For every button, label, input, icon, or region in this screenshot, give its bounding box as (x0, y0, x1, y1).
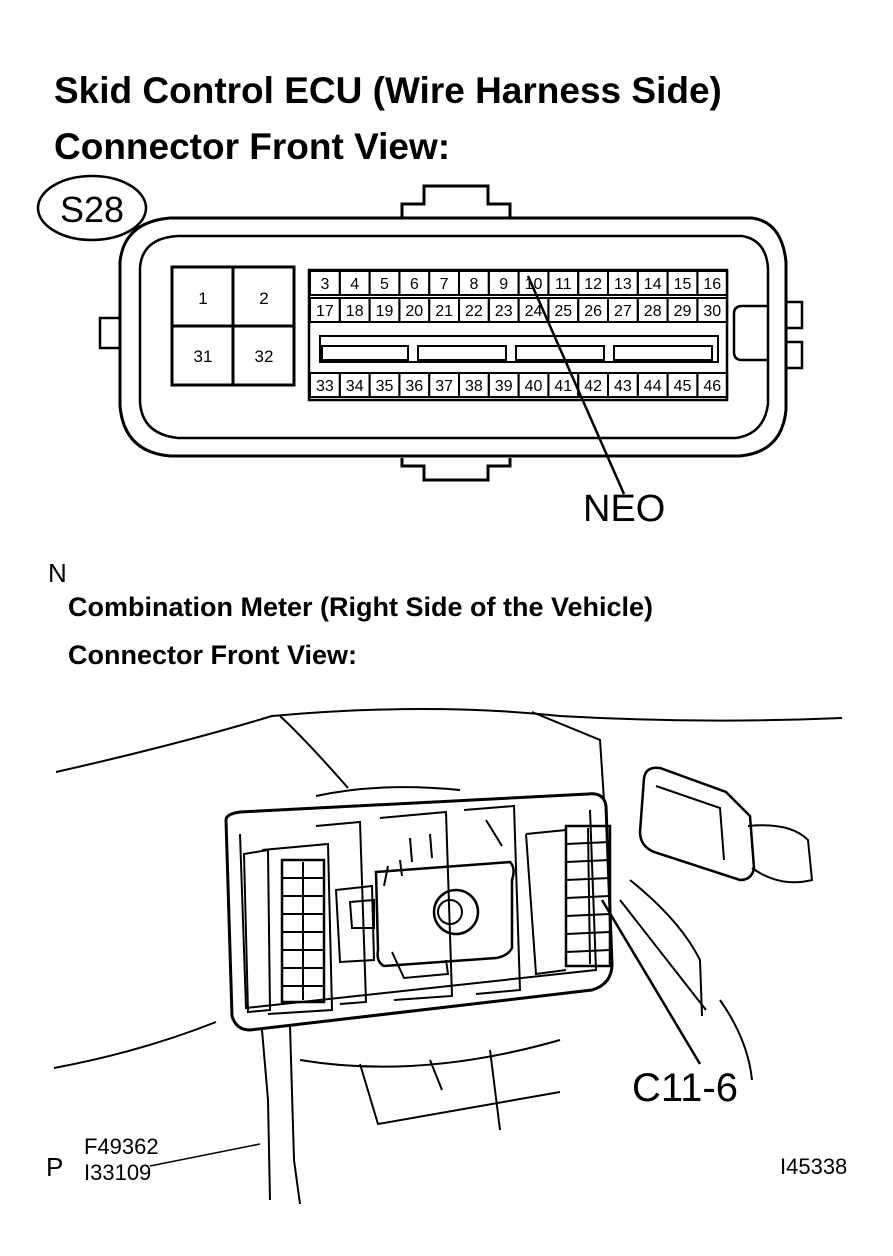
pin-37: 37 (435, 378, 453, 395)
pin-15: 15 (674, 276, 692, 293)
pin-45: 45 (674, 378, 692, 395)
pin-12: 12 (584, 276, 602, 293)
pin-2: 2 (259, 289, 268, 308)
pin-11: 11 (555, 276, 572, 293)
pin-43: 43 (614, 378, 632, 395)
pin-cell (696, 297, 729, 323)
pin-17: 17 (316, 303, 334, 320)
pin-27: 27 (614, 303, 632, 320)
pin-39: 39 (495, 378, 513, 395)
meter-title-line1: Combination Meter (Right Side of the Veh… (68, 592, 654, 622)
pin-31: 31 (194, 347, 213, 366)
pin-35: 35 (376, 378, 394, 395)
pin-cell (696, 372, 729, 398)
pin-32: 32 (255, 347, 274, 366)
ecu-title-line2: Connector Front View: (54, 126, 451, 167)
pin-33: 33 (316, 378, 334, 395)
pin-42: 42 (584, 378, 602, 395)
ecu-connector (98, 184, 804, 482)
pin-25: 25 (554, 303, 572, 320)
pin-row-3: 33 34 35 36 37 38 39 40 41 42 43 44 45 46 (309, 372, 729, 398)
pin-13: 13 (614, 276, 632, 293)
figure-code-f: F49362 (84, 1134, 159, 1159)
pin-cell (696, 270, 729, 296)
pin-40: 40 (525, 378, 543, 395)
pin-14: 14 (644, 276, 662, 293)
pin-22: 22 (465, 303, 483, 320)
pin-46: 46 (703, 378, 721, 395)
neo-leader-line (526, 275, 626, 495)
pin-41: 41 (554, 378, 572, 395)
pin-26: 26 (584, 303, 602, 320)
code-pointer-line (149, 1143, 261, 1167)
pin-38: 38 (465, 378, 483, 395)
ecu-title-line1: Skid Control ECU (Wire Harness Side) (54, 70, 722, 111)
n-marker: N (48, 558, 67, 588)
neo-callout-label: NEO (583, 488, 666, 530)
c11-callout-label: C11-6 (632, 1066, 738, 1110)
figure-code-i2: I45338 (780, 1154, 848, 1179)
pin-20: 20 (405, 303, 423, 320)
pin-30: 30 (703, 303, 721, 320)
pin-44: 44 (644, 378, 662, 395)
pin-9: 9 (499, 276, 508, 293)
pin-19: 19 (376, 303, 394, 320)
pin-row-2: 17 18 19 20 21 22 23 24 25 26 27 28 29 30 (309, 297, 729, 323)
pin-23: 23 (495, 303, 513, 320)
pin-4: 4 (350, 276, 359, 293)
connector-id-label: S28 (60, 189, 124, 230)
pin-5: 5 (380, 276, 389, 293)
meter-title-line2: Connector Front View: (68, 640, 358, 670)
c11-leader-line (600, 899, 702, 1065)
pin-28: 28 (644, 303, 662, 320)
connector-id-ellipse (36, 174, 148, 242)
pin-3: 3 (320, 276, 329, 293)
meter-illustration (53, 708, 843, 1205)
pin-1: 1 (198, 289, 207, 308)
pin-8: 8 (469, 276, 478, 293)
pin-36: 36 (405, 378, 423, 395)
figure-code-p: P (46, 1152, 64, 1182)
pin-16: 16 (703, 276, 721, 293)
figure-code-i1: I33109 (84, 1160, 152, 1185)
pin-7: 7 (440, 276, 449, 293)
pin-24: 24 (525, 303, 543, 320)
pin-29: 29 (674, 303, 692, 320)
pin-18: 18 (346, 303, 364, 320)
pin-21: 21 (435, 303, 453, 320)
pin-34: 34 (346, 378, 364, 395)
pin-6: 6 (410, 276, 419, 293)
